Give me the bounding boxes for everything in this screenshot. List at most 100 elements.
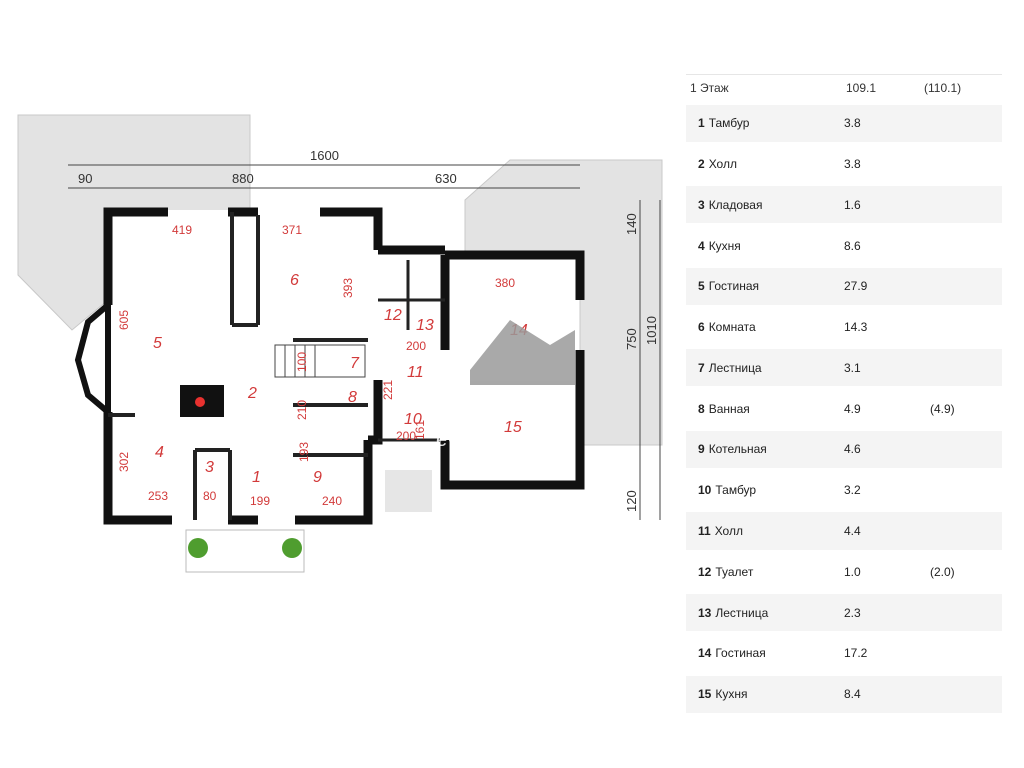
table-header: 1 Этаж 109.1 (110.1) — [686, 74, 1002, 101]
room-name: Кухня — [708, 238, 741, 253]
room-name: Кухня — [715, 687, 748, 702]
room-area: 3.8 — [844, 116, 861, 131]
room-name: Тамбур — [708, 116, 750, 131]
room-area: 1.6 — [844, 197, 861, 212]
room-number-label: 8 — [348, 389, 357, 406]
room-number-label: 1 — [252, 469, 261, 486]
room-area: 4.6 — [844, 442, 861, 457]
dim-left: 90 — [78, 171, 92, 186]
inner-dimension: 80 — [203, 489, 217, 503]
dimension-lines — [68, 164, 661, 520]
room-number: 11 — [698, 524, 711, 538]
room-number: 4 — [698, 238, 705, 253]
room-number-label: 4 — [155, 444, 164, 461]
room-number: 9 — [698, 442, 705, 457]
inner-dimension: 393 — [341, 278, 355, 298]
inner-dimension: 253 — [148, 489, 168, 503]
dim-h750: 750 — [624, 328, 639, 350]
room-number: 15 — [698, 687, 712, 702]
room-name: Ванная — [708, 401, 750, 416]
room-area-alt: (2.0) — [930, 564, 955, 579]
dim-right: 630 — [435, 171, 457, 186]
dim-h1010: 1010 — [644, 316, 659, 345]
inner-dimension: 419 — [172, 223, 192, 237]
room-area: 8.6 — [844, 238, 861, 253]
room-number-label: 5 — [153, 335, 162, 352]
inner-dimension: 210 — [295, 400, 309, 420]
room-area: 2.3 — [844, 605, 861, 620]
room-number: 3 — [698, 197, 705, 212]
room-number: 5 — [698, 279, 705, 294]
inner-dimension: 200 — [406, 339, 426, 353]
plant-icon — [188, 538, 302, 558]
floor-area-alt: (110.1) — [924, 81, 962, 95]
room-number: 14 — [698, 646, 712, 661]
room-number: 12 — [698, 564, 712, 579]
room-number-label: 11 — [407, 364, 424, 381]
room-area: 4.9 — [844, 401, 861, 416]
inner-dimension: 161 — [413, 420, 427, 440]
room-name: Холл — [708, 156, 737, 171]
room-number: 6 — [698, 320, 705, 335]
dim-total: 1600 — [310, 148, 339, 163]
room-name: Кладовая — [708, 197, 763, 212]
room-number: 10 — [698, 483, 712, 498]
main-floor — [108, 210, 378, 522]
inner-dimension: 605 — [117, 310, 131, 330]
room-number-label: 15 — [504, 419, 522, 436]
room-number-label: 3 — [205, 459, 214, 476]
room-name: Котельная — [708, 442, 767, 457]
room-name: Гостиная — [708, 279, 760, 294]
inner-dimension: 371 — [282, 223, 302, 237]
room-area: 3.2 — [844, 483, 861, 498]
inner-dimension: 380 — [495, 276, 515, 290]
watermark-brand: ЭВАстрой — [432, 387, 571, 418]
inner-dimension: 200 — [396, 429, 416, 443]
entrance-step — [385, 470, 432, 512]
dim-mid: 880 — [232, 171, 254, 186]
room-area: 27.9 — [844, 279, 868, 294]
room-number-label: 2 — [247, 385, 257, 402]
room-area-alt: (4.9) — [930, 401, 955, 416]
dim-h120: 120 — [624, 490, 639, 512]
room-number-label: 7 — [350, 355, 360, 372]
inner-dimension: 193 — [297, 442, 311, 462]
room-name: Туалет — [715, 564, 754, 579]
room-name: Гостиная — [715, 646, 766, 661]
room-number: 8 — [698, 401, 705, 416]
floor-label: 1 Этаж — [690, 81, 729, 95]
bay-window — [74, 298, 111, 419]
room-number: 2 — [698, 156, 705, 171]
dim-h140: 140 — [624, 213, 639, 235]
inner-walls — [108, 212, 368, 520]
room-number: 7 — [698, 360, 705, 375]
watermark: ЭВАстрой evastroy.ru — [432, 320, 575, 451]
watermark-site: evastroy.ru — [436, 429, 533, 451]
room-area: 1.0 — [844, 564, 861, 579]
room-number-label: 12 — [384, 307, 402, 324]
room-number-label: 9 — [313, 469, 322, 486]
room-name: Лестница — [708, 360, 762, 375]
inner-dimension: 199 — [250, 494, 270, 508]
inner-dimension: 240 — [322, 494, 342, 508]
inner-dimension: 100 — [295, 352, 309, 372]
room-area: 8.4 — [844, 687, 861, 702]
room-area: 4.4 — [844, 524, 861, 538]
room-name: Лестница — [715, 605, 769, 620]
